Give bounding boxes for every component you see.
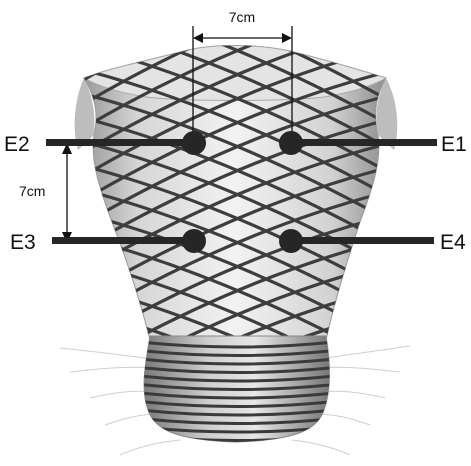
electrode-label-e4: E4 <box>440 231 466 254</box>
electrode-e4-lead <box>291 237 434 244</box>
electrode-e3-lead <box>52 237 195 244</box>
electrode-e1-lead <box>291 139 437 146</box>
electrode-e4-pad <box>279 229 303 253</box>
vertical-dimension <box>62 143 72 243</box>
bladder-neck <box>140 336 334 442</box>
electrode-e3-pad <box>182 229 206 253</box>
electrode-label-e3: E3 <box>10 231 36 254</box>
electrode-e2-pad <box>182 131 206 155</box>
horizontal-dimension-label: 7cm <box>229 9 255 25</box>
electrode-label-e2: E2 <box>4 133 30 156</box>
electrode-label-e1: E1 <box>441 133 467 156</box>
electrode-e2-lead <box>46 139 195 146</box>
electrode-e1-pad <box>279 131 303 155</box>
vertical-dimension-label: 7cm <box>19 183 45 199</box>
